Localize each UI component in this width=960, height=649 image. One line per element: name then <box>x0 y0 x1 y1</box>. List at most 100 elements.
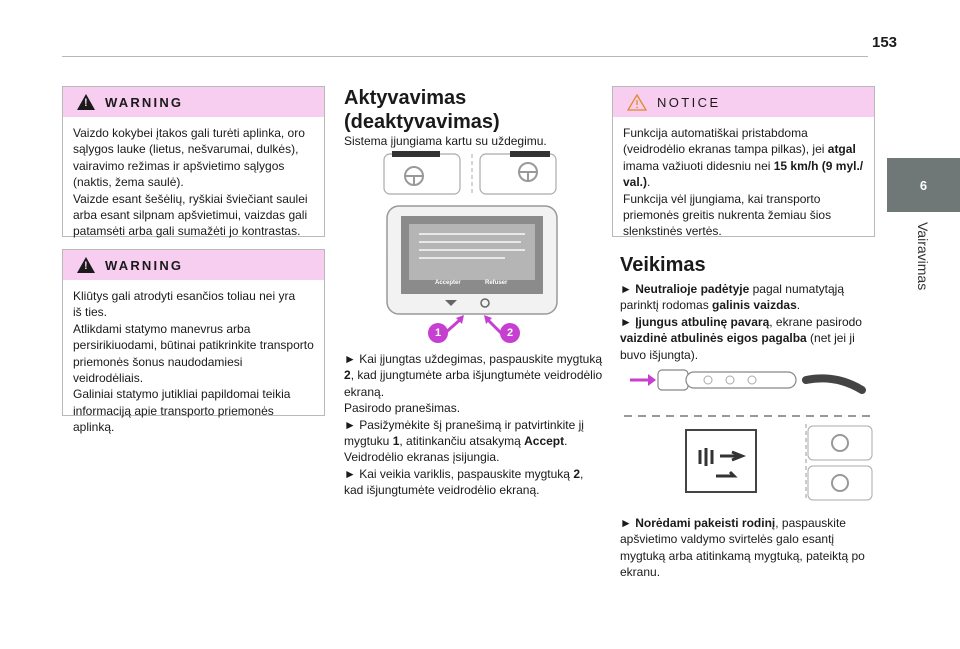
warning1-line: patamsėti arba gali sumažėti jo kontrast… <box>73 224 301 239</box>
op-line: mygtuką arba atitinkamą mygtuką, pateikt… <box>620 548 865 563</box>
step-line: ► Kai įjungtas uždegimas, paspauskite my… <box>344 352 603 366</box>
notice-icon <box>627 93 647 111</box>
bold-text: Įjungus atbulinę pavarą <box>635 314 770 329</box>
step-text: . <box>564 434 568 449</box>
op-line: ► Įjungus atbulinę pavarą, ekrane pasiro… <box>620 314 875 330</box>
warning-icon <box>77 94 95 110</box>
step-text: , kad įjungtumėte arba išjungtumėte veid… <box>350 368 603 383</box>
notice-line: val.). <box>623 174 864 190</box>
activation-heading-line: Aktyvavimas <box>344 87 467 109</box>
notice-line: slenkstinės vertės. <box>623 224 722 239</box>
mirror-display: Accepter Refuser <box>385 204 559 316</box>
bold-text: Accept <box>524 434 565 449</box>
step-line: Veidrodėlio ekranas įsijungia. <box>344 450 500 465</box>
notice-line: Funkcija vėl įjungiama, kai transporto <box>623 191 821 206</box>
notice-box-title: NOTICE <box>657 94 721 110</box>
op-text: (net jei ji <box>806 331 855 346</box>
op-line: buvo išjungta). <box>620 347 699 362</box>
callout-arrows <box>443 315 504 336</box>
page-number: 153 <box>872 34 898 51</box>
notice-text: imama važiuoti didesniu nei <box>623 158 774 173</box>
bold-text: 2 <box>573 466 580 481</box>
notice-box-header: NOTICE <box>613 87 874 117</box>
warning1-line: sąlygos lauke (lietus, nešvarumai, dulkė… <box>73 142 299 157</box>
warning2-line: aplinką. <box>73 420 115 435</box>
step-text: , atitinkančiu atsakymą <box>399 434 525 449</box>
warning2-line: persirikiuodami, būtinai patikrinkite tr… <box>73 338 314 353</box>
warning-box-2-body: Kliūtys gali atrodyti esančios toliau ne… <box>63 280 324 446</box>
op-line: vaizdinė atbulinės eigos pagalba (net je… <box>620 330 875 346</box>
chapter-label: Vairavimas <box>888 222 958 312</box>
warning1-line: arba esant silpnam apšvietimui, vaizdas … <box>73 208 308 223</box>
notice-text: (veidrodėlio ekranas tampa pilkas), jei <box>623 142 828 157</box>
step-line: Pasirodo pranešimas. <box>344 401 461 416</box>
op-text: , paspauskite <box>775 516 846 530</box>
notice-line: (veidrodėlio ekranas tampa pilkas), jei … <box>623 141 864 157</box>
op-text: . <box>796 298 801 313</box>
warning2-line: Galiniai statymo jutikliai papildomai te… <box>73 387 291 402</box>
warning-box-1: WARNING Vaizdo kokybei įtakos gali turėt… <box>62 86 325 238</box>
bold-text: atgal <box>827 142 856 157</box>
camera-view-icon <box>698 448 747 478</box>
warning2-line: Atlikdami statymo manevrus arba <box>73 321 251 336</box>
callout-2-text: 2 <box>506 327 514 339</box>
op-line: apšvietimo valdymo svirtelės galo esantį <box>620 532 835 547</box>
refuse-label[interactable]: Refuser <box>485 280 508 286</box>
op-text: parinktį rodomas <box>620 298 713 313</box>
activation-steps: ► Kai įjungtas uždegimas, paspauskite my… <box>344 351 606 499</box>
notice-box-body: Funkcija automatiškai pristabdoma (veidr… <box>613 117 874 250</box>
steering-wheel-icon <box>831 474 849 492</box>
op-line: ► Norėdami pakeisti rodinį, paspauskite <box>620 515 875 531</box>
operation-heading: Veikimas <box>620 254 706 276</box>
step-line: ekraną. <box>344 384 385 399</box>
op-text: ► <box>620 516 636 530</box>
operation-text-2: ► Norėdami pakeisti rodinį, paspauskite … <box>620 515 875 581</box>
bold-text: val.) <box>623 175 648 190</box>
warning-box-2-title: WARNING <box>105 257 184 273</box>
step-line: ► Kai veikia variklis, paspauskite mygtu… <box>344 466 606 482</box>
op-text: , ekrane pasirodo <box>769 314 862 329</box>
op-line: parinktį rodomas galinis vaizdas. <box>620 297 875 313</box>
warning-icon <box>77 257 95 273</box>
warning-box-2: WARNING Kliūtys gali atrodyti esančios t… <box>62 249 325 434</box>
warning2-line: informaciją apie transporto priemonės <box>73 403 274 418</box>
notice-line: imama važiuoti didesniu nei 15 km/h (9 m… <box>623 158 864 174</box>
bold-text: 15 km/h (9 myl./ <box>773 158 864 173</box>
op-line: ► Neutralioje padėtyje pagal numatytąją <box>620 281 875 297</box>
warning2-line: priemonės šonus naudodamiesi veidrodėlia… <box>73 354 243 386</box>
step-line: kad išjungtumėte veidrodėlio ekraną. <box>344 483 540 498</box>
bold-text: Norėdami pakeisti rodinį <box>635 516 776 530</box>
op-line: ekranu. <box>620 565 661 580</box>
activation-intro: Sistema įjungiama kartu su uždegimu. <box>344 134 547 148</box>
steering-wheel-icon <box>831 434 849 452</box>
warning-box-1-title: WARNING <box>105 94 184 110</box>
mirror-illustration <box>383 151 557 195</box>
accept-label[interactable]: Accepter <box>435 280 461 286</box>
warning1-line: (naktis, žema saulė). <box>73 175 184 190</box>
warning1-line: Vaizde esant šešėlių, ryškiai šviečiant … <box>73 191 308 206</box>
warning2-line: iš ties. <box>73 305 108 320</box>
op-text: ► <box>620 282 636 296</box>
step-text: ► Kai veikia variklis, paspauskite mygtu… <box>344 466 574 481</box>
step-line: 2, kad įjungtumėte arba išjungtumėte vei… <box>344 367 606 383</box>
activation-heading: Aktyvavimas (deaktyvavimas) <box>344 86 604 134</box>
callout-1: 1 <box>428 323 448 343</box>
step-line: ► Pasižymėkite šį pranešimą ir patvirtin… <box>344 417 584 432</box>
warning1-line: Vaizdo kokybei įtakos gali turėti aplink… <box>73 126 305 140</box>
bold-text: 2 <box>344 368 351 383</box>
warning-box-1-header: WARNING <box>63 87 324 117</box>
callout-2: 2 <box>500 323 520 343</box>
step-line: mygtuku 1, atitinkančiu atsakymą Accept. <box>344 433 606 449</box>
lighting-stalk-illustration <box>624 369 873 501</box>
op-text: pagal numatytąją <box>749 282 844 296</box>
bold-text: vaizdinė atbulinės eigos pagalba <box>620 331 807 346</box>
warning-box-1-body: Vaizdo kokybei įtakos gali turėti aplink… <box>63 117 324 250</box>
top-divider <box>62 56 868 57</box>
notice-line: Funkcija automatiškai pristabdoma <box>623 126 808 140</box>
chapter-tab[interactable]: 6 <box>887 158 960 212</box>
bold-text: 1 <box>392 434 400 449</box>
op-text: ► <box>620 314 636 329</box>
notice-text: . <box>647 175 651 190</box>
notice-box: NOTICE Funkcija automatiškai pristabdoma… <box>612 86 875 238</box>
warning1-line: vairavimo režimas ir apšvietimo sąlygos <box>73 158 285 173</box>
